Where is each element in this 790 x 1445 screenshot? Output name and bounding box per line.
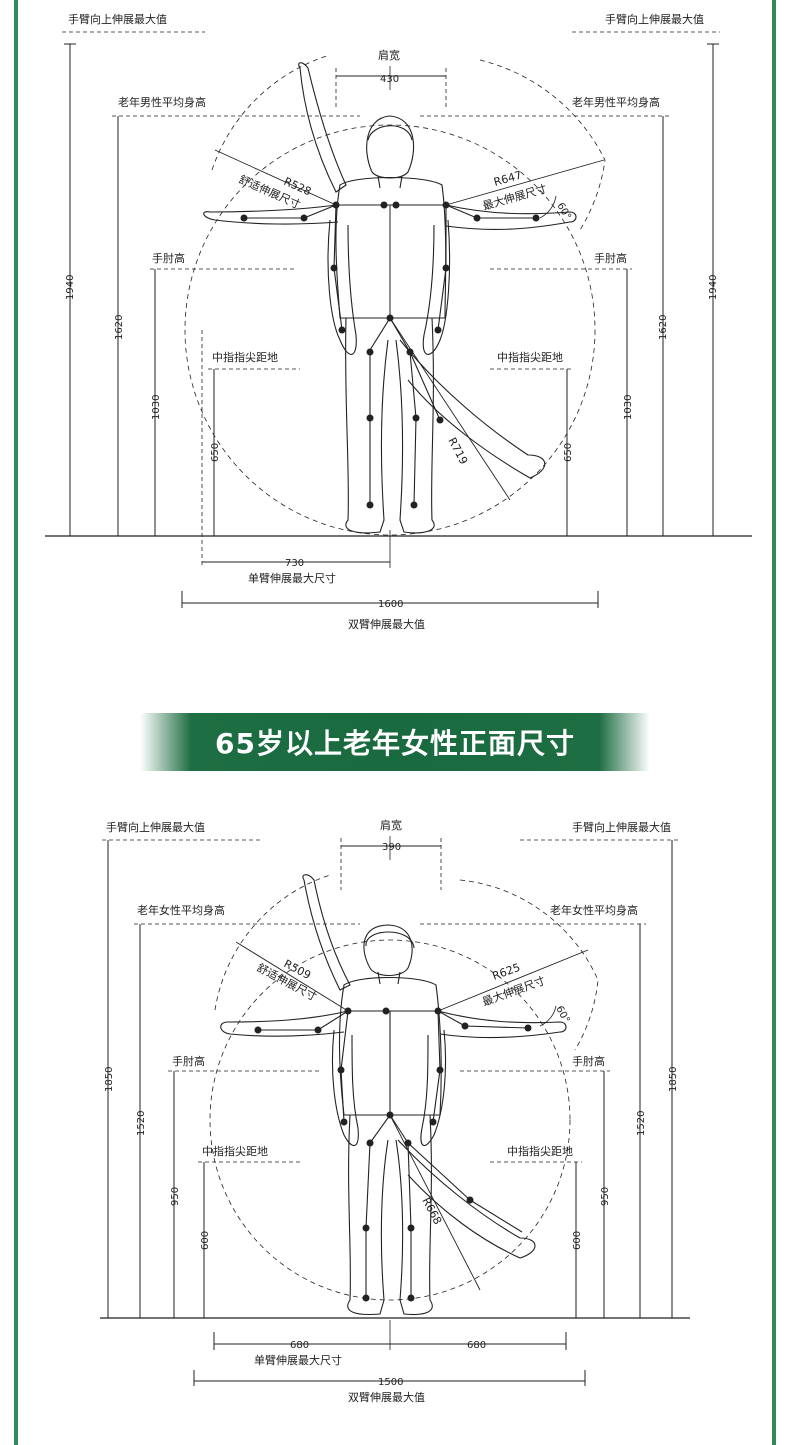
- female-value-r625: R625: [491, 961, 522, 983]
- male-label-fingertip-right: 中指指尖距地: [497, 350, 563, 364]
- male-value-r719: R719: [445, 435, 470, 466]
- female-value-950-left: 950: [170, 1187, 181, 1206]
- female-diagram: [100, 836, 690, 1386]
- male-label-avg-height-left: 老年男性平均身高: [118, 95, 206, 109]
- female-value-950-right: 950: [600, 1187, 611, 1206]
- female-label-avg-height-left: 老年女性平均身高: [137, 903, 225, 917]
- male-value-430: 430: [380, 74, 399, 85]
- female-label-elbow-left: 手肘高: [172, 1054, 205, 1068]
- male-value-1940-right: 1940: [708, 275, 719, 300]
- male-label-single-arm: 单臂伸展最大尺寸: [248, 571, 336, 585]
- female-reach-arc-right: [459, 879, 599, 1051]
- male-figure: [203, 62, 577, 534]
- male-value-1940-left: 1940: [65, 275, 76, 300]
- left-green-border: [14, 0, 18, 1445]
- female-label-arm-up-right: 手臂向上伸展最大值: [572, 820, 671, 834]
- female-value-r668: R668: [419, 1195, 444, 1226]
- male-label-elbow-right: 手肘高: [594, 251, 627, 265]
- female-value-1500: 1500: [378, 1377, 403, 1388]
- female-radius-509: [235, 941, 349, 1012]
- female-label-shoulder: 肩宽: [380, 818, 402, 832]
- female-label-avg-height-right: 老年女性平均身高: [550, 903, 638, 917]
- female-label-arm-up-left: 手臂向上伸展最大值: [106, 820, 205, 834]
- male-label-arm-up-right: 手臂向上伸展最大值: [605, 12, 704, 26]
- female-label-elbow-right: 手肘高: [572, 1054, 605, 1068]
- male-radius-719: [389, 317, 511, 501]
- female-reach-arc-left: [214, 874, 331, 1011]
- male-value-1620-left: 1620: [114, 315, 125, 340]
- female-value-600-right: 600: [572, 1231, 583, 1250]
- section-title-banner: 65岁以上老年女性正面尺寸: [140, 713, 650, 771]
- male-value-650-right: 650: [563, 443, 574, 462]
- female-label-fingertip-right: 中指指尖距地: [507, 1144, 573, 1158]
- female-label-double-arm: 双臂伸展最大值: [348, 1390, 425, 1404]
- female-label-fingertip-left: 中指指尖距地: [202, 1144, 268, 1158]
- male-value-1030-right: 1030: [623, 395, 634, 420]
- male-joints: [240, 201, 540, 509]
- female-value-1850-left: 1850: [104, 1067, 115, 1092]
- female-value-600-left: 600: [200, 1231, 211, 1250]
- male-label-shoulder: 肩宽: [378, 48, 400, 62]
- male-value-1620-right: 1620: [658, 315, 669, 340]
- female-value-390: 390: [382, 842, 401, 853]
- male-value-730: 730: [285, 558, 304, 569]
- female-figure: [220, 874, 567, 1316]
- female-value-680-left: 680: [290, 1340, 309, 1351]
- male-label-avg-height-right: 老年男性平均身高: [572, 95, 660, 109]
- male-value-650-left: 650: [210, 443, 221, 462]
- male-value-r647: R647: [492, 168, 523, 188]
- male-reach-circle-main: [184, 124, 596, 536]
- female-joints: [254, 1007, 532, 1302]
- female-label-single-arm: 单臂伸展最大尺寸: [254, 1353, 342, 1367]
- male-value-1030-left: 1030: [151, 395, 162, 420]
- section-title: 65岁以上老年女性正面尺寸: [215, 727, 575, 760]
- male-label-max-reach: 最大伸展尺寸: [481, 181, 548, 213]
- female-label-max-reach: 最大伸展尺寸: [480, 973, 547, 1009]
- female-reach-circle-main: [209, 939, 571, 1301]
- male-radius-528: [214, 149, 337, 206]
- male-diagram: [45, 31, 752, 608]
- male-label-double-arm: 双臂伸展最大值: [348, 617, 425, 631]
- male-reach-arc-right: [479, 59, 606, 231]
- female-radius-625: [437, 949, 589, 1012]
- male-value-1600: 1600: [378, 599, 403, 610]
- female-value-1520-left: 1520: [136, 1111, 147, 1136]
- male-reach-arc-left: [211, 54, 331, 171]
- female-value-1850-right: 1850: [668, 1067, 679, 1092]
- male-label-fingertip-left: 中指指尖距地: [212, 350, 278, 364]
- male-label-arm-up-left: 手臂向上伸展最大值: [68, 12, 167, 26]
- female-value-680-right: 680: [467, 1340, 486, 1351]
- right-green-border: [772, 0, 776, 1445]
- male-label-elbow-left: 手肘高: [152, 251, 185, 265]
- male-radius-647: [445, 159, 605, 206]
- female-value-1520-right: 1520: [636, 1111, 647, 1136]
